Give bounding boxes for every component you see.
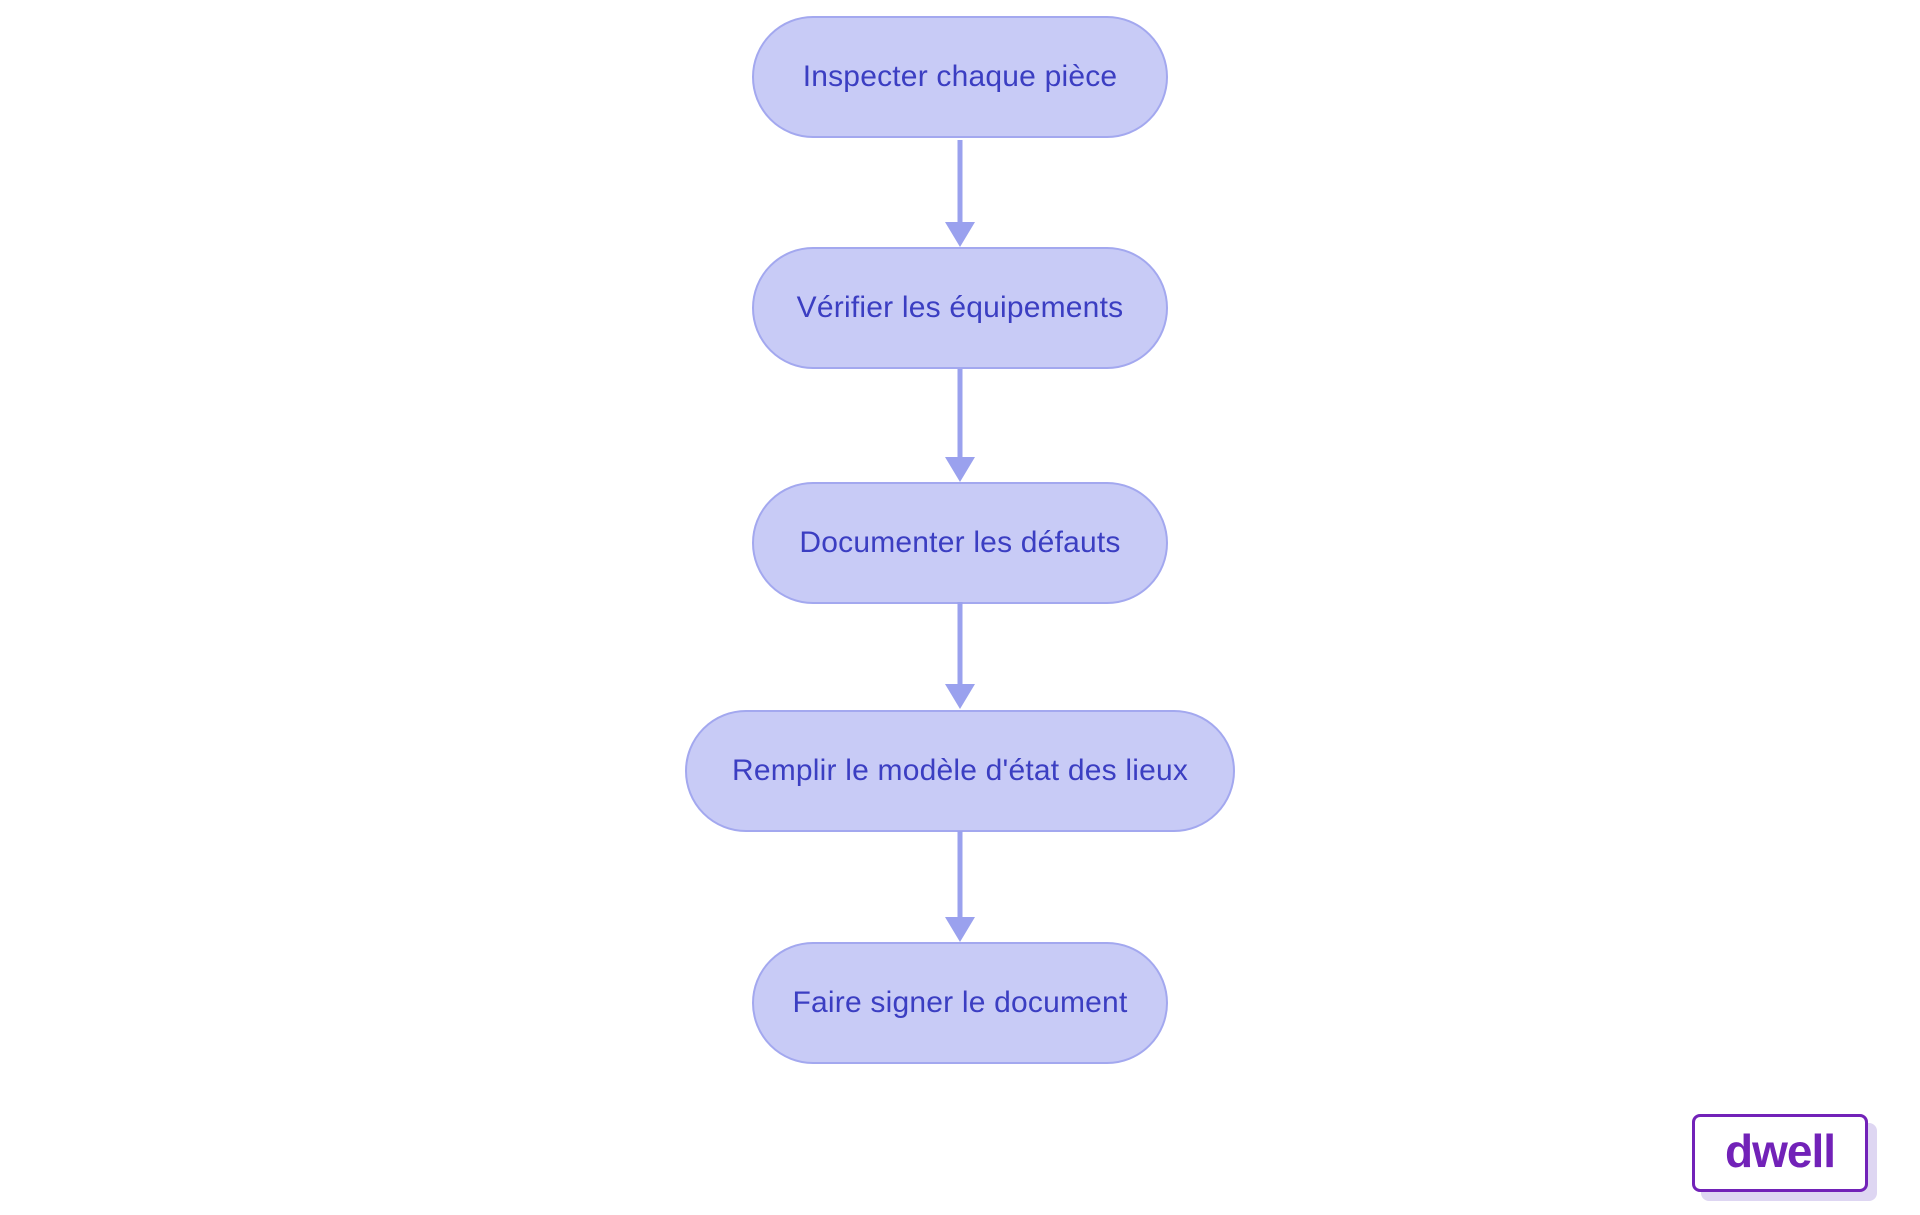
flow-node-label: Remplir le modèle d'état des lieux — [731, 754, 1189, 787]
dwell-logo: dwell — [1692, 1114, 1868, 1192]
flow-node-inspecter-chaque-piece: Inspecter chaque pièce — [752, 16, 1168, 138]
arrow-shaft — [957, 602, 963, 686]
arrow-shaft — [957, 831, 963, 919]
flow-node-faire-signer-document: Faire signer le document — [752, 942, 1168, 1064]
flow-node-label: Vérifier les équipements — [796, 291, 1124, 324]
arrow-shaft — [957, 369, 963, 459]
flow-arrow-step2-step3 — [945, 369, 975, 482]
arrow-shaft — [957, 140, 963, 224]
arrow-head-icon — [945, 917, 975, 942]
arrow-head-icon — [945, 684, 975, 709]
flow-arrow-step1-step2 — [945, 140, 975, 247]
flow-node-remplir-modele-etat-des-lieux: Remplir le modèle d'état des lieux — [685, 710, 1235, 832]
arrow-head-icon — [945, 457, 975, 482]
dwell-logo-text: dwell — [1724, 1125, 1836, 1177]
flow-node-documenter-defauts: Documenter les défauts — [752, 482, 1168, 604]
flow-node-verifier-equipements: Vérifier les équipements — [752, 247, 1168, 369]
flow-node-label: Inspecter chaque pièce — [802, 60, 1118, 93]
flow-node-label: Documenter les défauts — [799, 526, 1121, 559]
flow-arrow-step3-step4 — [945, 602, 975, 709]
flow-node-label: Faire signer le document — [792, 986, 1128, 1019]
flow-arrow-step4-step5 — [945, 831, 975, 942]
arrow-head-icon — [945, 222, 975, 247]
